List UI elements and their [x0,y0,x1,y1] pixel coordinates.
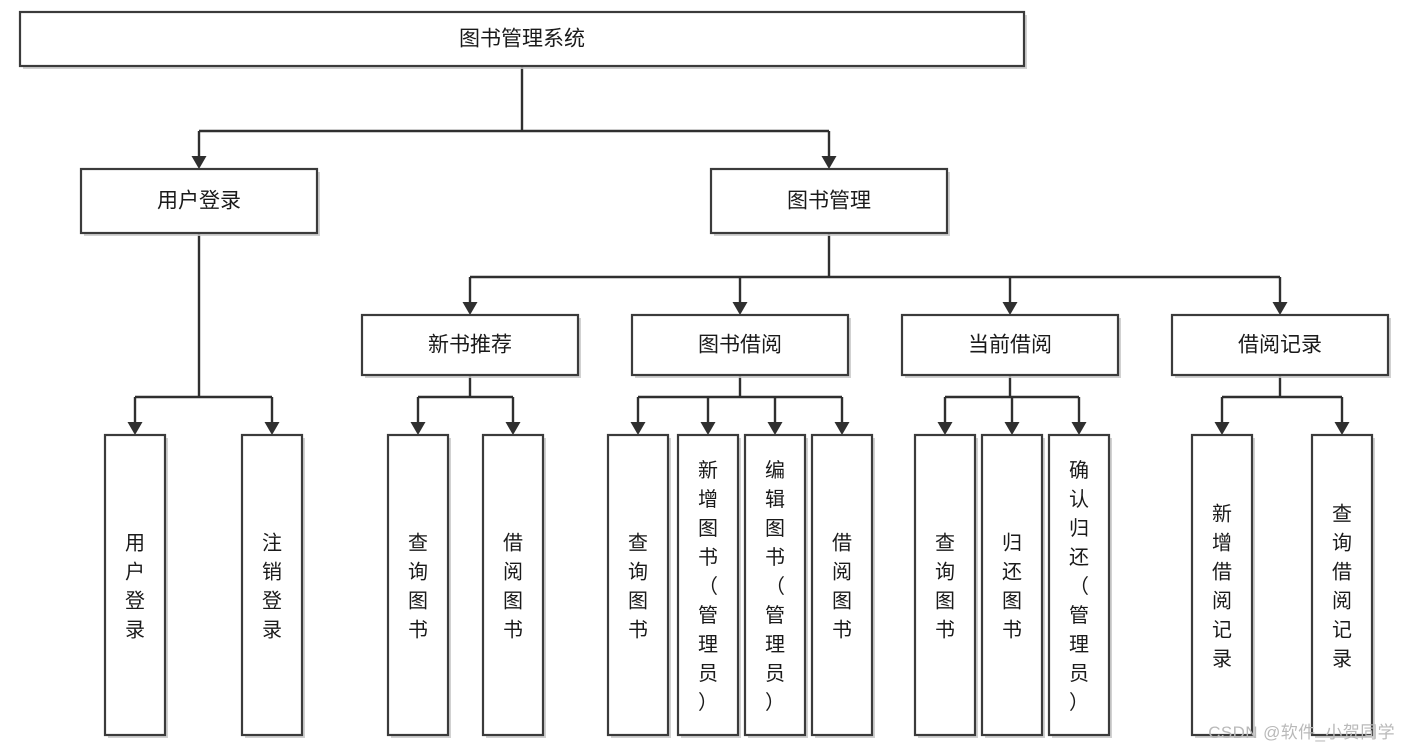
arrow-head-icon [937,422,953,435]
connector-layer [127,66,1350,435]
node-c2[interactable]: 归还图书 [980,433,1045,738]
node-label: 借阅记录 [1238,334,1322,357]
arrow-head-icon [505,422,521,435]
node-root[interactable]: 图书管理系统 [18,10,1027,69]
arrow-head-icon [834,422,850,435]
connector-group-newbook [410,375,521,435]
node-label: 借阅图书 [832,532,852,642]
node-label: 当前借阅 [968,334,1052,357]
node-box [1310,433,1374,737]
connector-group-current [937,375,1087,435]
node-label: 查询图书 [935,532,955,642]
node-box [240,433,304,737]
node-box [606,433,670,737]
node-label: 新书推荐 [428,334,512,357]
node-label: 用户登录 [157,190,241,213]
connector-group-borrow [630,375,850,435]
node-label: 查询图书 [628,532,648,642]
node-box [18,10,1026,68]
node-n2[interactable]: 借阅图书 [481,433,546,738]
node-label: 查询图书 [408,532,428,642]
node-box [630,313,850,377]
arrow-head-icon [767,422,783,435]
node-label: 注销登录 [262,532,282,642]
node-box [676,433,740,737]
node-r1[interactable]: 新增借阅记录 [1190,433,1255,738]
node-label: 用户登录 [125,533,145,642]
node-l2[interactable]: 注销登录 [240,433,305,738]
arrow-head-icon [1272,302,1288,315]
node-box [900,313,1120,377]
node-label: 新增图书（管理员） [698,459,718,714]
connector-group-login [127,233,280,435]
node-box [386,433,450,737]
arrow-head-icon [462,302,478,315]
node-box [103,433,167,737]
node-b2[interactable]: 新增图书（管理员） [676,433,741,738]
arrow-head-icon [264,422,280,435]
node-c3[interactable]: 确认归还（管理员） [1047,433,1112,738]
arrow-head-icon [821,156,837,169]
node-c1[interactable]: 查询图书 [913,433,978,738]
arrow-head-icon [1004,422,1020,435]
node-l1[interactable]: 用户登录 [103,433,168,738]
node-b3[interactable]: 编辑图书（管理员） [743,433,808,738]
connector-group-root [191,66,837,169]
node-label: 确认归还（管理员） [1069,459,1089,714]
node-box [810,433,874,737]
node-box [1170,313,1390,377]
node-layer: 图书管理系统用户登录图书管理新书推荐图书借阅当前借阅借阅记录用户登录注销登录查询… [18,10,1391,738]
node-n1[interactable]: 查询图书 [386,433,451,738]
node-bookmgmt[interactable]: 图书管理 [709,167,950,236]
node-borrow[interactable]: 图书借阅 [630,313,851,378]
node-login[interactable]: 用户登录 [79,167,320,236]
node-label: 借阅图书 [503,532,523,642]
watermark-text: CSDN @软件_小贺同学 [1208,723,1395,742]
arrow-head-icon [191,156,207,169]
node-current[interactable]: 当前借阅 [900,313,1121,378]
node-box [913,433,977,737]
node-label: 归还图书 [1002,532,1022,642]
node-r2[interactable]: 查询借阅记录 [1310,433,1375,738]
arrow-head-icon [1214,422,1230,435]
node-label: 图书借阅 [698,334,782,357]
arrow-head-icon [1071,422,1087,435]
arrow-head-icon [732,302,748,315]
node-box [743,433,807,737]
node-label: 编辑图书（管理员） [765,459,785,714]
node-label: 图书管理系统 [459,28,585,51]
node-b1[interactable]: 查询图书 [606,433,671,738]
node-label: 图书管理 [787,190,871,213]
node-box [1047,433,1111,737]
node-box [980,433,1044,737]
node-box [1190,433,1254,737]
node-b4[interactable]: 借阅图书 [810,433,875,738]
connector-group-bookmgmt [462,233,1288,315]
arrow-head-icon [1334,422,1350,435]
arrow-head-icon [630,422,646,435]
node-box [481,433,545,737]
arrow-head-icon [700,422,716,435]
arrow-head-icon [1002,302,1018,315]
arrow-head-icon [410,422,426,435]
node-newbook[interactable]: 新书推荐 [360,313,581,378]
node-box [360,313,580,377]
connector-group-records [1214,375,1350,435]
node-box [709,167,949,235]
node-label: 查询借阅记录 [1332,503,1352,671]
node-records[interactable]: 借阅记录 [1170,313,1391,378]
node-box [79,167,319,235]
node-label: 新增借阅记录 [1212,503,1232,671]
arrow-head-icon [127,422,143,435]
